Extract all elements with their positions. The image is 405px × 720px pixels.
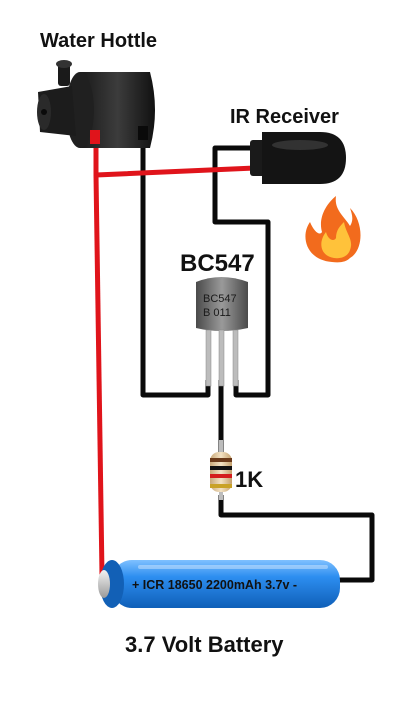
- transistor-body: [196, 277, 248, 331]
- wire-resistor-battery: [218, 495, 375, 583]
- battery-terminal: [98, 570, 110, 598]
- battery-label: 3.7 Volt Battery: [125, 632, 284, 657]
- wire-positive-battery: [93, 174, 105, 576]
- wire-pump-negative: [140, 130, 211, 398]
- pump-inlet-hole: [41, 109, 47, 115]
- black-wires: [140, 130, 375, 583]
- ir-receiver-body: [262, 132, 346, 184]
- battery-shine: [138, 565, 328, 569]
- transistor-label: BC547: [180, 250, 255, 277]
- resistor-band-3: [210, 474, 232, 478]
- resistor-band-2: [210, 466, 232, 470]
- pump-black-lead: [138, 126, 148, 140]
- battery-marking: + ICR 18650 2200mAh 3.7v -: [132, 578, 298, 592]
- fire-inner: [321, 222, 352, 259]
- resistor-label: 1K: [235, 467, 264, 492]
- battery-body: [112, 560, 340, 608]
- battery: [98, 560, 340, 608]
- pump-label: Water Hottle: [40, 30, 158, 52]
- transistor-marking-line2: B 011: [203, 307, 231, 319]
- transistor: [196, 277, 248, 387]
- ir-receiver: [250, 132, 346, 184]
- wire-ir-output: [212, 145, 271, 398]
- pump-body: [80, 72, 155, 148]
- resistor-band-4: [210, 484, 232, 488]
- ir-receiver-highlight: [272, 140, 328, 150]
- resistor-band-1: [210, 458, 232, 462]
- red-wires: [93, 140, 257, 576]
- water-pump: [37, 60, 155, 148]
- pump-outlet-top: [56, 60, 72, 68]
- transistor-leg-emitter: [218, 329, 225, 387]
- resistor: [210, 440, 232, 500]
- fire-icon: [305, 196, 361, 263]
- transistor-marking-line1: BC547: [203, 293, 237, 305]
- transistor-leg-collector: [205, 329, 212, 387]
- pump-outlet: [58, 62, 70, 86]
- transistor-leg-base: [232, 329, 239, 387]
- ir-receiver-label: IR Receiver: [230, 106, 339, 128]
- pump-red-lead: [90, 130, 100, 144]
